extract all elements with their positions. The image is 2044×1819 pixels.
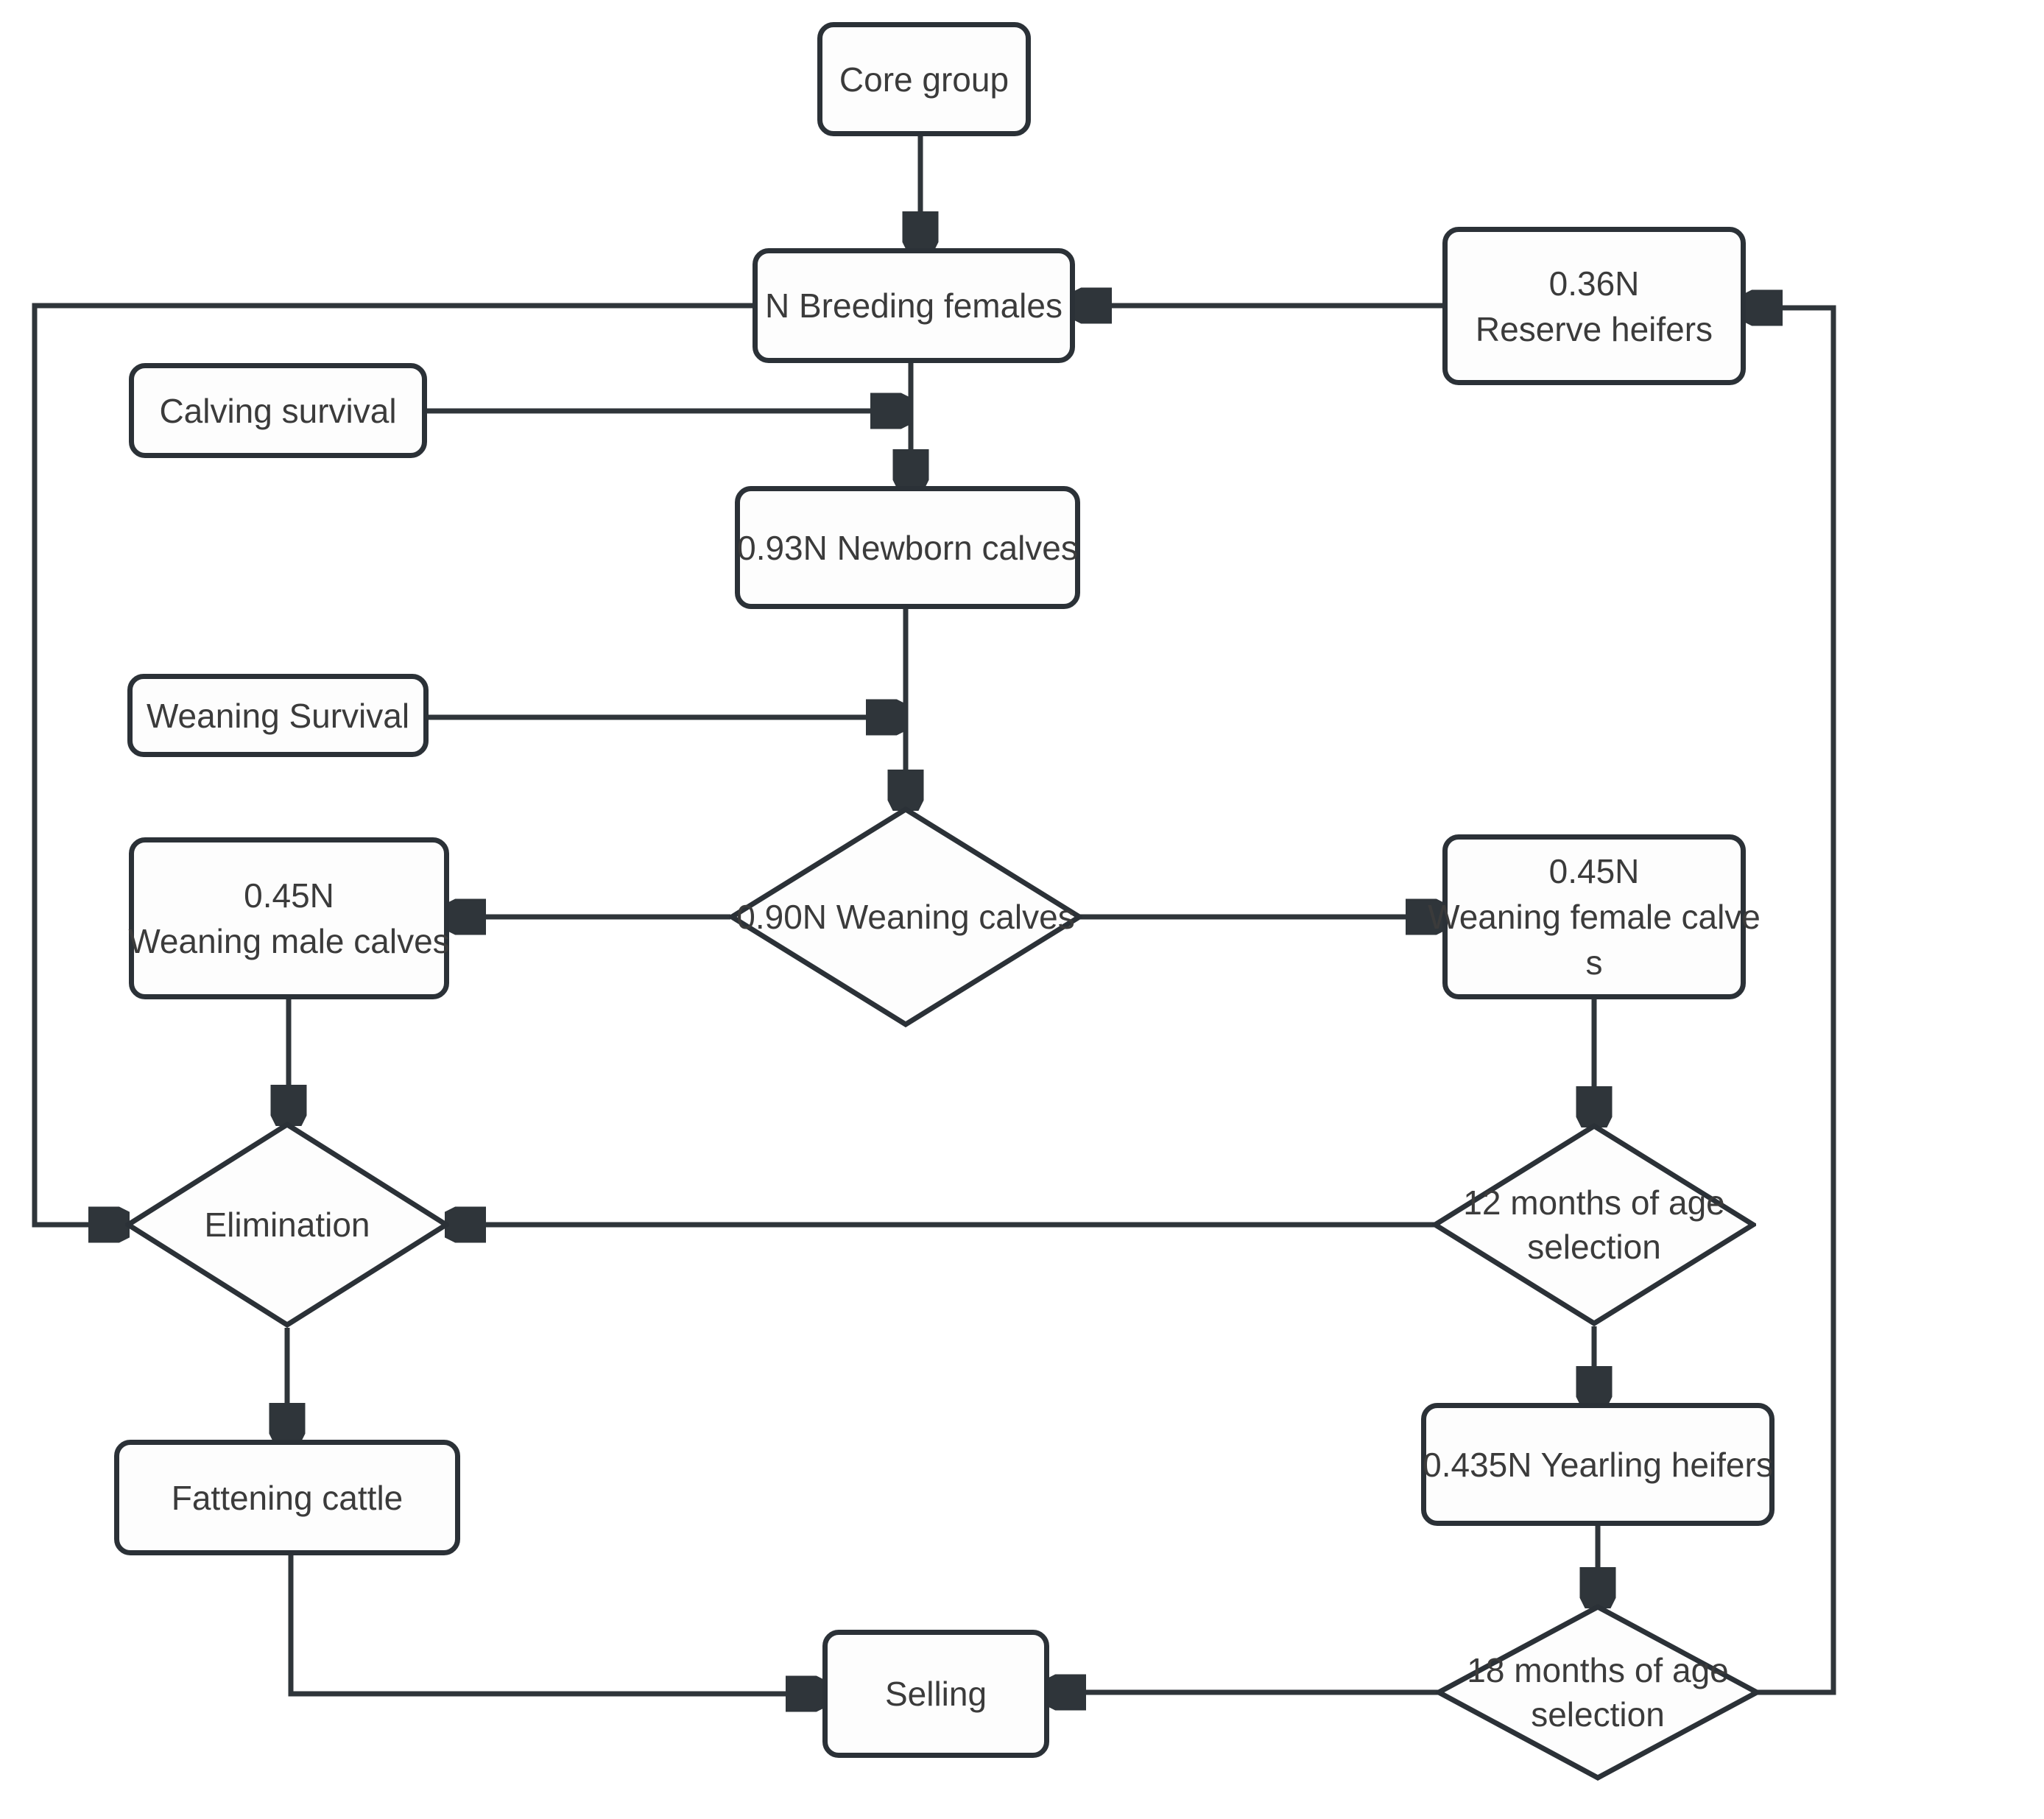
edge-fattening-cattle-to-selling bbox=[288, 1555, 822, 1694]
node-eighteen-month-selection-decision: 18 months of age selection bbox=[1436, 1604, 1760, 1781]
node-weaning-calves-decision: 0.90N Weaning calves bbox=[729, 806, 1082, 1027]
diamond-shape bbox=[729, 806, 1082, 1027]
node-yearling-heifers: 0.435N Yearling heifers bbox=[1421, 1403, 1775, 1526]
node-label: Selling bbox=[884, 1675, 987, 1713]
node-label: Elimination bbox=[204, 1206, 370, 1244]
node-label: Weaning female calve bbox=[1428, 898, 1761, 936]
node-label: Weaning Survival bbox=[146, 696, 410, 735]
diamond-shape bbox=[1436, 1604, 1760, 1781]
node-label: selection bbox=[1531, 1695, 1665, 1734]
diamond-shape bbox=[125, 1122, 449, 1328]
node-newborn-calves: 0.93N Newborn calves bbox=[735, 486, 1080, 609]
node-breeding-females: N Breeding females bbox=[753, 248, 1075, 363]
node-weaning-survival: Weaning Survival bbox=[127, 674, 429, 757]
node-label: 18 months of age bbox=[1467, 1651, 1729, 1689]
node-reserve-heifers: 0.36N Reserve heifers bbox=[1442, 227, 1746, 385]
node-label: 0.435N Yearling heifers bbox=[1423, 1445, 1773, 1484]
node-label: 0.90N Weaning calves bbox=[736, 898, 1075, 936]
node-label: 0.45N bbox=[1548, 852, 1640, 890]
node-label: 12 months of age bbox=[1463, 1183, 1725, 1222]
node-fattening-cattle: Fattening cattle bbox=[114, 1440, 460, 1555]
node-label: 0.45N bbox=[244, 876, 334, 915]
node-calving-survival: Calving survival bbox=[129, 363, 427, 458]
node-selling: Selling bbox=[822, 1630, 1049, 1758]
node-twelve-month-selection-decision: 12 months of age selection bbox=[1432, 1123, 1756, 1326]
node-label: s bbox=[1585, 943, 1603, 982]
node-label: Weaning male calves bbox=[128, 922, 450, 960]
node-label: Reserve heifers bbox=[1475, 309, 1713, 348]
node-label: Calving survival bbox=[159, 391, 397, 430]
node-label: selection bbox=[1527, 1228, 1661, 1266]
node-core-group: Core group bbox=[817, 22, 1031, 136]
node-weaning-male-calves: 0.45N Weaning male calves bbox=[128, 837, 450, 999]
edge-eighteen-month-selection-to-reserve-heifers-feedback bbox=[1746, 308, 1836, 1695]
node-elimination-decision: Elimination bbox=[125, 1122, 449, 1328]
node-label: N Breeding females bbox=[765, 286, 1062, 325]
node-label: 0.36N bbox=[1548, 264, 1640, 303]
diamond-shape bbox=[1432, 1123, 1756, 1326]
node-label: Fattening cattle bbox=[171, 1478, 403, 1517]
node-weaning-female-calves: 0.45N Weaning female calve s bbox=[1428, 834, 1761, 999]
edge-breeding-females-to-elimination-feedback bbox=[32, 303, 753, 1225]
node-label: 0.93N Newborn calves bbox=[737, 528, 1078, 567]
node-label: Core group bbox=[839, 60, 1009, 99]
